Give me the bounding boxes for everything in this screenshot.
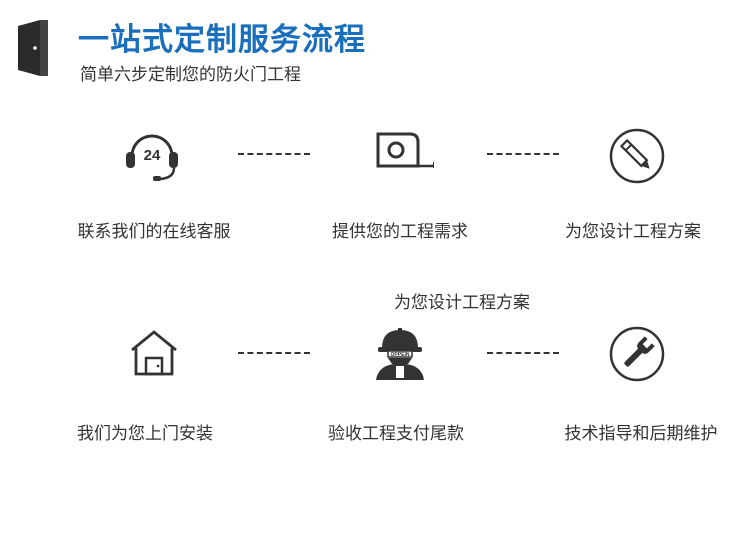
step-label-2: 提供您的工程需求 [332,222,468,242]
step-label-6: 技术指导和后期维护 [564,424,718,444]
worker-icon: OPPEIN [376,328,424,380]
step-label-5: 验收工程支付尾款 [328,424,464,444]
page-title: 一站式定制服务流程 [78,22,366,58]
headset-24-icon: 24 [126,134,178,181]
door-icon [18,20,48,76]
step-label-3: 为您设计工程方案 [565,222,701,242]
connector-dash-3 [238,352,310,354]
connector-dash-1 [238,153,310,155]
step-label-4: 我们为您上门安装 [77,424,213,444]
step-label-1: 联系我们的在线客服 [77,222,231,242]
house-icon [131,330,177,376]
headset-24-text: 24 [144,147,161,164]
connector-dash-2 [487,153,559,155]
worker-caption: 为您设计工程方案 [394,293,530,313]
worker-helmet-text: OPPEIN [391,352,410,358]
pencil-icon [609,128,665,184]
tape-measure-icon [376,132,434,168]
page-subtitle: 简单六步定制您的防火门工程 [80,65,301,85]
connector-dash-4 [487,352,559,354]
wrench-icon [609,326,665,382]
